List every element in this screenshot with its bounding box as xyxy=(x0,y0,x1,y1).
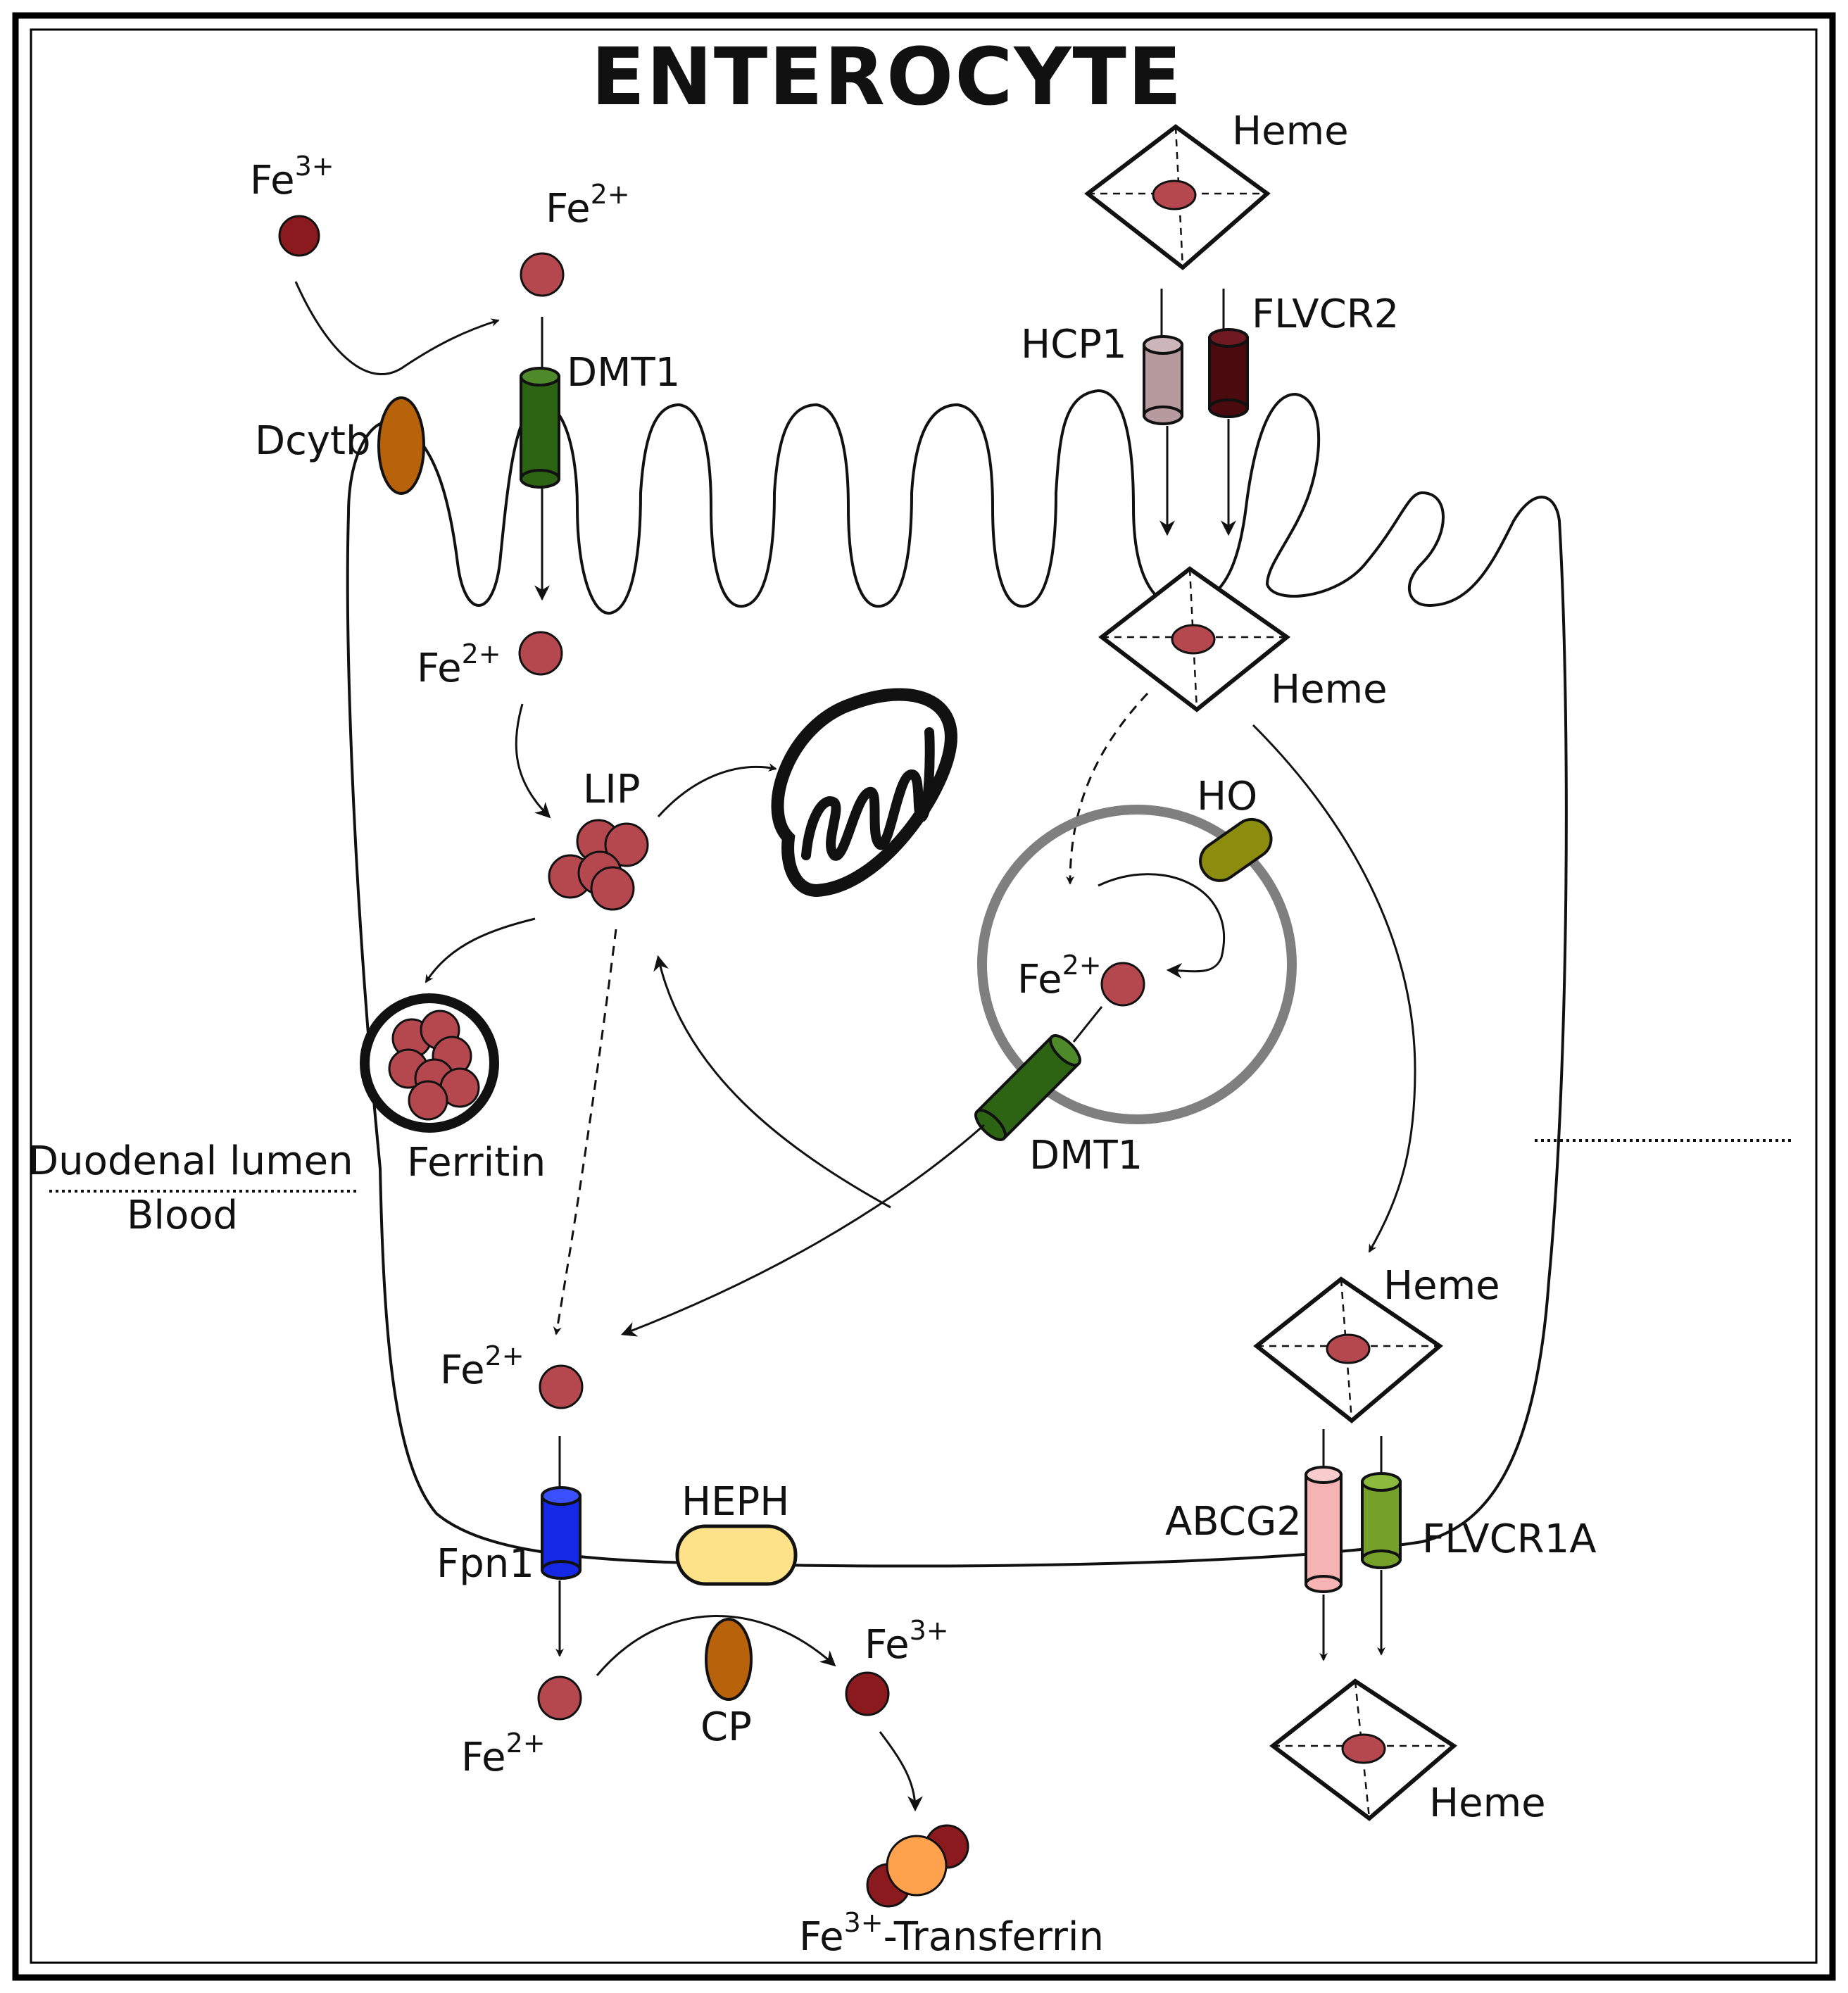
lip-to-basolateral-arrow xyxy=(553,929,617,1335)
dmt1-apical-label: DMT1 xyxy=(567,350,680,396)
ho-release-arrow xyxy=(1098,873,1226,979)
heph-label: HEPH xyxy=(681,1479,789,1525)
fe3-lumen-ion xyxy=(278,215,320,257)
hcp1-label: HCP1 xyxy=(1021,322,1127,367)
transferrin-label: Fe3+-Transferrin xyxy=(799,1907,1104,1960)
heme-low xyxy=(1253,1276,1443,1423)
fe3-lumen-label: Fe3+ xyxy=(250,151,334,203)
fe2-cyto-label: Fe2+ xyxy=(417,639,501,691)
ferritin-cage xyxy=(360,993,499,1133)
heme-low-label: Heme xyxy=(1383,1263,1500,1309)
dmt1-apical-transporter xyxy=(520,367,560,489)
heme-mid-label: Heme xyxy=(1271,667,1388,712)
fe3-to-transferrin-arrow xyxy=(879,1731,923,1812)
fe2-blood-label: Fe2+ xyxy=(461,1728,546,1780)
fe3-blood-ion xyxy=(845,1671,890,1716)
duodenal-lumen-label: Duodenal lumen xyxy=(28,1138,353,1184)
ceruloplasmin xyxy=(705,1618,753,1701)
frame-outer xyxy=(12,12,1836,1981)
fpn1-label: Fpn1 xyxy=(436,1541,534,1587)
fe3-blood-label: Fe3+ xyxy=(865,1615,949,1668)
cell-membrane xyxy=(346,389,1568,1568)
ferritin-label: Ferritin xyxy=(407,1140,546,1186)
ho-label: HO xyxy=(1197,774,1257,819)
lip-label: LIP xyxy=(583,767,640,812)
fe2-cyto-ion xyxy=(518,631,563,676)
fe2-lumen-label: Fe2+ xyxy=(546,179,630,232)
fe2-blood-ion xyxy=(537,1675,582,1721)
endo-dmt1-inflow xyxy=(1072,1006,1103,1043)
lip-to-ferritin-arrow xyxy=(425,917,536,983)
heme-mid xyxy=(1098,566,1290,712)
fe2-endo-ion xyxy=(1100,962,1145,1007)
heme-top-label: Heme xyxy=(1232,108,1349,154)
fe3-transferrin-complex xyxy=(866,1824,969,1908)
heph-enzyme xyxy=(675,1524,798,1586)
blood-label: Blood xyxy=(127,1193,238,1238)
heme-to-basolateral-arrow xyxy=(1252,724,1416,1253)
flvcr1a-transporter xyxy=(1361,1472,1402,1569)
oxidation-arrow xyxy=(596,1615,836,1676)
mitochondrion xyxy=(771,688,957,898)
flvcr2-transporter xyxy=(1208,328,1249,418)
fe2-lumen-ion xyxy=(520,252,565,297)
heme-to-endosome-arrow xyxy=(1066,692,1149,885)
endo-to-basolateral-arrow xyxy=(620,1124,985,1337)
heme-blood xyxy=(1269,1678,1457,1821)
fe2-to-lip-arrow xyxy=(515,703,551,819)
labile-iron-pool xyxy=(548,819,649,911)
abcg2-label: ABCG2 xyxy=(1165,1499,1302,1545)
fe2-baso-ion xyxy=(539,1364,584,1409)
cp-label: CP xyxy=(700,1704,752,1750)
abcg2-transporter xyxy=(1305,1466,1343,1593)
endosome xyxy=(977,805,1297,1124)
fpn1-transporter xyxy=(541,1486,582,1580)
heme-blood-label: Heme xyxy=(1429,1780,1546,1826)
dmt1-endo-label: DMT1 xyxy=(1029,1133,1143,1178)
reduction-arrow xyxy=(294,281,500,375)
dcytb-label: Dcytb xyxy=(255,418,371,464)
heme-top xyxy=(1084,124,1271,270)
flvcr1a-label: FLVCR1A xyxy=(1422,1516,1597,1562)
hcp1-transporter xyxy=(1143,335,1183,425)
dmt1-endosomal-transporter xyxy=(974,1034,1081,1141)
lip-to-mitochondrion-arrow xyxy=(657,763,777,818)
fe2-baso-label: Fe2+ xyxy=(440,1340,524,1393)
fe2-endo-label: Fe2+ xyxy=(1017,950,1102,1002)
frame-inner xyxy=(30,28,1818,1964)
endo-to-lip-arrow xyxy=(653,955,891,1209)
diagram-title: ENTEROCYTE xyxy=(591,32,1183,123)
dcytb-enzyme xyxy=(377,396,425,495)
heme-oxygenase xyxy=(1199,817,1273,882)
flvcr2-label: FLVCR2 xyxy=(1252,291,1399,337)
